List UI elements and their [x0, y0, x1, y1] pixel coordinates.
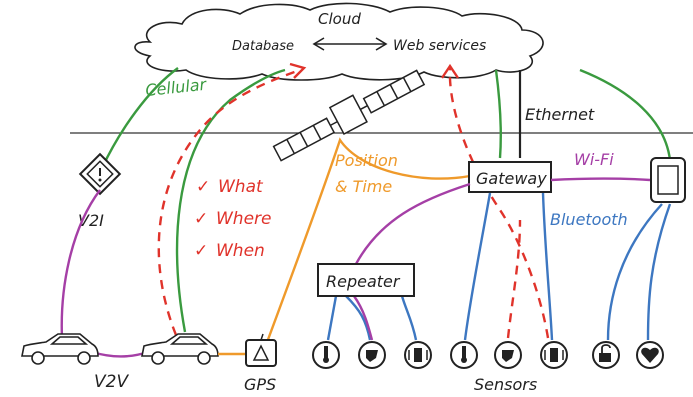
cloud-title: Cloud	[318, 10, 361, 28]
vibration-icon	[404, 341, 432, 369]
time-label: & Time	[335, 177, 392, 196]
cloud-web-services-label: Web services	[393, 38, 486, 54]
gps-device-icon	[245, 333, 277, 367]
cloud-database-label: Database	[232, 39, 294, 54]
check-when: When	[216, 241, 265, 261]
repeater-sensor-link	[353, 295, 374, 341]
wifi-label: Wi-Fi	[574, 150, 614, 169]
satellite-icon	[272, 69, 426, 162]
repeater-label: Repeater	[326, 272, 401, 291]
bluetooth-links	[326, 192, 672, 341]
heart-icon	[636, 341, 664, 369]
ethernet-label: Ethernet	[525, 105, 595, 124]
check-when-mark: ✓	[194, 241, 208, 261]
gateway-box	[468, 161, 552, 193]
phone-icon	[650, 157, 686, 203]
lock-icon	[592, 341, 620, 369]
hand-icon	[494, 341, 522, 369]
sensors-label: Sensors	[474, 375, 537, 394]
cloud-icon	[134, 2, 544, 81]
hand-icon	[358, 341, 386, 369]
thermometer-icon	[450, 341, 478, 369]
road-sign-icon	[78, 152, 122, 196]
cellular-links	[100, 67, 672, 333]
gps-label: GPS	[244, 375, 276, 394]
repeater-link	[354, 182, 471, 265]
check-where-mark: ✓	[194, 209, 208, 229]
v2v-label: V2V	[94, 372, 129, 392]
data-flow-arrowhead-right	[441, 63, 459, 79]
data-flow-arrowhead-left	[289, 62, 307, 79]
thermometer-icon	[312, 341, 340, 369]
car-icon	[141, 333, 219, 365]
check-where: Where	[216, 209, 272, 229]
position-label: Position	[335, 151, 398, 170]
double-arrow	[312, 37, 388, 51]
position-time-link	[264, 137, 471, 346]
car-icon	[21, 333, 99, 365]
check-what-mark: ✓	[196, 177, 210, 197]
repeater-box	[317, 263, 415, 297]
v2x-links	[60, 189, 149, 358]
data-flow-lines	[157, 67, 550, 339]
checklist: ✓ What ✓ Where ✓ When	[194, 177, 272, 261]
vibration-icon	[540, 341, 568, 369]
bluetooth-label: Bluetooth	[550, 210, 628, 229]
gateway-label: Gateway	[476, 169, 547, 188]
wifi-link	[550, 177, 651, 182]
check-what: What	[218, 177, 264, 197]
cellular-label: Cellular	[144, 75, 208, 100]
